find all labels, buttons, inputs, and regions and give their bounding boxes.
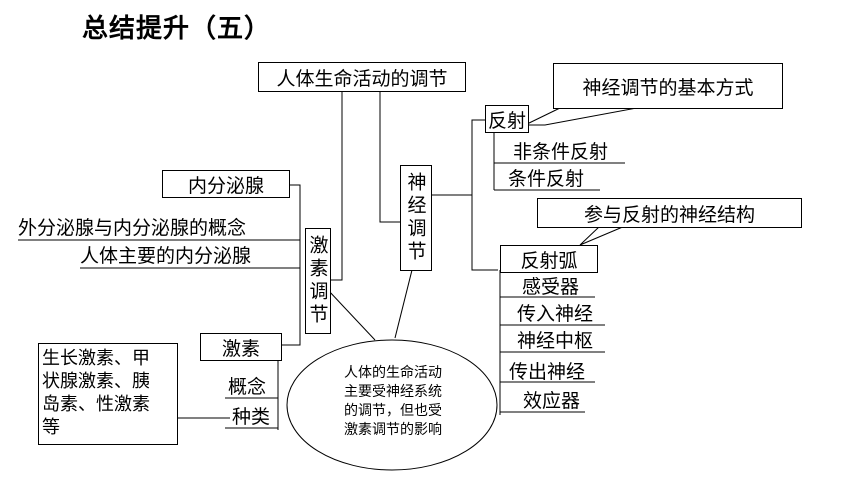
callout-basic-mode: 神经调节的基本方式 xyxy=(553,63,783,109)
hormonal-regulation-node: 激素调节 xyxy=(305,228,331,334)
hormone-types-label: 种类 xyxy=(232,406,271,428)
conditioned-reflex-label: 条件反射 xyxy=(508,168,585,190)
hormone-types-examples: 生长激素、甲 状腺激素、胰 岛素、性激素 等 xyxy=(42,348,150,438)
main-glands-label: 人体主要的内分泌腺 xyxy=(80,245,252,267)
hormone-types-box: 生长激素、甲 状腺激素、胰 岛素、性激素 等 xyxy=(38,343,178,445)
arc-receptor: 感受器 xyxy=(522,276,580,298)
gland-concept-label: 外分泌腺与内分泌腺的概念 xyxy=(18,217,247,239)
unconditioned-reflex-label: 非条件反射 xyxy=(513,141,609,163)
arc-efferent-nerve: 传出神经 xyxy=(509,361,586,383)
summary-oval xyxy=(286,339,498,471)
reflex-arc-node: 反射弧 xyxy=(500,245,598,273)
summary-text: 人体的生命活动 主要受神经系统 的调节，但也受 激素调节的影响 xyxy=(344,365,442,438)
page-title: 总结提升（五） xyxy=(82,14,272,44)
arc-nerve-center: 神经中枢 xyxy=(517,330,594,352)
arc-afferent-nerve: 传入神经 xyxy=(517,303,594,325)
callout-reflex-structure: 参与反射的神经结构 xyxy=(537,198,802,228)
arc-effector: 效应器 xyxy=(523,390,581,412)
hormone-node: 激素 xyxy=(200,333,282,361)
hormone-concept-label: 概念 xyxy=(228,376,267,398)
endocrine-gland-node: 内分泌腺 xyxy=(162,170,290,198)
reflex-node: 反射 xyxy=(485,105,529,133)
root-node: 人体生命活动的调节 xyxy=(258,62,466,92)
neural-regulation-node: 神经调节 xyxy=(400,165,432,271)
